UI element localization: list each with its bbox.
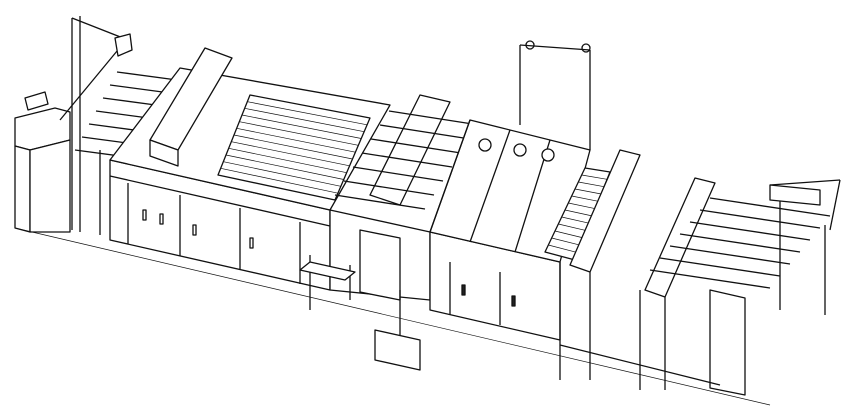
- roller: [334, 194, 426, 210]
- roller: [679, 233, 801, 253]
- mesh-line: [574, 188, 602, 195]
- mesh-line: [228, 147, 347, 174]
- dryer-section: [429, 40, 591, 341]
- mesh-line: [223, 161, 341, 187]
- roller: [116, 71, 178, 81]
- mesh-line: [568, 202, 596, 210]
- pump-unit: [374, 329, 421, 371]
- mesh-line: [233, 134, 353, 160]
- mesh-line: [241, 114, 362, 139]
- mesh-line: [578, 181, 605, 188]
- mesh-line: [236, 127, 356, 153]
- mesh-line: [225, 154, 344, 180]
- roller: [343, 180, 435, 196]
- roller: [689, 221, 811, 241]
- control-panel: [24, 91, 49, 111]
- mesh-line: [548, 244, 579, 254]
- right-roller-conveyor: [649, 197, 831, 289]
- hood-4: [644, 177, 716, 298]
- roller: [109, 84, 171, 94]
- roller: [352, 166, 444, 182]
- right-section: [559, 149, 841, 396]
- roller: [379, 124, 471, 140]
- roller: [649, 269, 771, 289]
- roller: [659, 257, 781, 277]
- roller: [709, 197, 831, 217]
- left-loading-station: [14, 16, 133, 235]
- mesh-line: [244, 107, 365, 133]
- mesh-line: [231, 141, 350, 167]
- mesh-line: [561, 216, 590, 224]
- mesh-line: [239, 121, 359, 146]
- roller: [669, 245, 791, 265]
- roller: [370, 138, 462, 154]
- mesh-line: [558, 223, 587, 232]
- roller: [699, 209, 821, 229]
- mesh-line: [564, 209, 593, 217]
- mesh-line: [247, 101, 368, 126]
- mesh-line: [551, 237, 581, 246]
- mesh-belt-1: [217, 94, 371, 201]
- mesh-line: [581, 174, 608, 180]
- mesh-line: [220, 167, 338, 194]
- middle-roller-conveyor: [334, 110, 480, 210]
- mesh-line: [554, 230, 584, 239]
- hood-3: [569, 149, 641, 273]
- mesh-line: [571, 195, 599, 202]
- roller: [361, 152, 453, 168]
- roller: [388, 110, 480, 126]
